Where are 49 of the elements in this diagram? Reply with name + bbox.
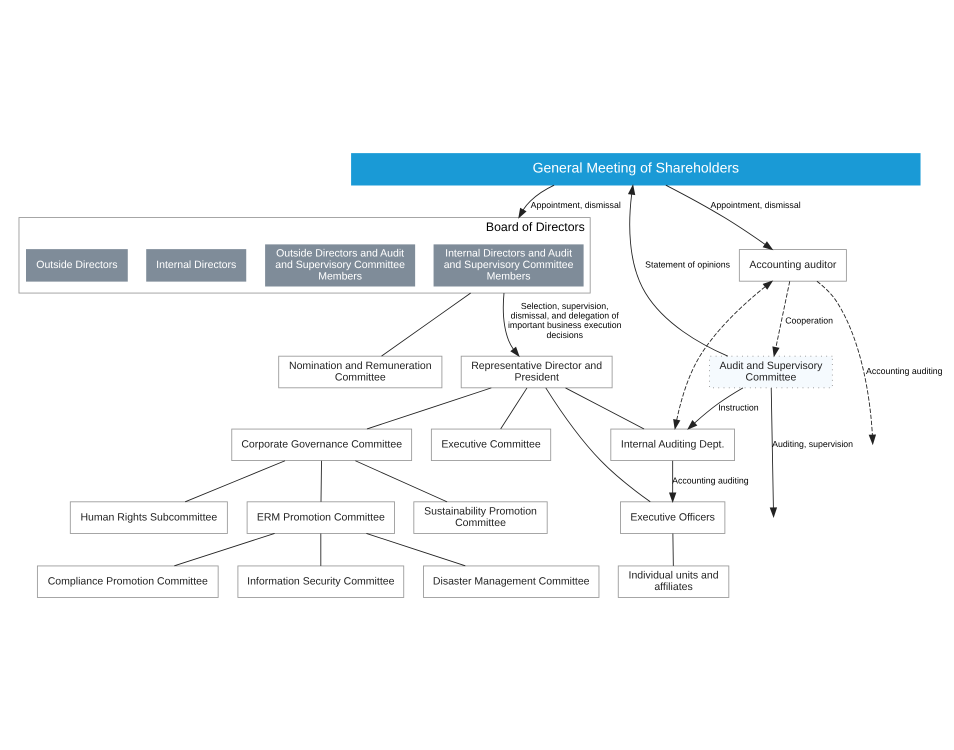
node-box: Internal Auditing Dept. [610, 428, 735, 461]
connector [174, 532, 276, 566]
node-box: Executive Officers [620, 500, 726, 534]
connector [366, 386, 492, 429]
connector [366, 532, 466, 566]
node-box: Internal Directors [146, 248, 246, 282]
arrow [673, 280, 774, 430]
edge-label: Appointment, dismissal [530, 199, 621, 210]
node-box: Information Security Committee [237, 564, 404, 598]
node-box: Individual units and affiliates [618, 564, 730, 598]
arrow [628, 184, 728, 356]
connector [672, 532, 674, 566]
node-box: Representative Director and President [460, 355, 613, 388]
node-box: Corporate Governance Committee [231, 428, 412, 461]
arrow [687, 386, 744, 430]
connector [354, 460, 448, 502]
connector [381, 292, 472, 356]
connector [320, 532, 322, 566]
node-box: Human Rights Subcommittee [70, 500, 228, 534]
node-box: Executive Committee [430, 428, 552, 461]
node-box: Outside Directors [26, 248, 128, 282]
connector [500, 387, 528, 429]
edge-label: Cooperation [785, 314, 833, 325]
edge-label: Accounting auditing [866, 366, 943, 376]
node-box: Nomination and Remuneration Committee [278, 355, 442, 388]
node-box: Internal Directors and Audit and Supervisory Committee Members [434, 244, 584, 286]
arrow [770, 387, 778, 518]
edge-label: Statement of opinions [645, 259, 730, 270]
edge-label: Selection, supervision, dismissal, and delegation of important business execution decisions [508, 300, 622, 340]
node-box: Compliance Promotion Committee [36, 564, 219, 598]
node-box: Audit and Supervisory Committee [709, 355, 833, 388]
arrow [518, 184, 555, 218]
node-box: Outside Directors and Audit and Supervisory Committee Members [265, 244, 416, 286]
node-box: Sustainability Promotion Committee [413, 500, 548, 534]
connector [565, 387, 645, 429]
arrow [772, 280, 790, 357]
node-box: General Meeting of Shareholders [351, 152, 921, 186]
connector [184, 460, 286, 502]
node-box: ERM Promotion Committee [246, 500, 395, 534]
node-box: Disaster Management Committee [423, 564, 600, 598]
arrow [502, 292, 520, 357]
edge-label: Appointment, dismissal [710, 199, 801, 210]
edge-label: Instruction [718, 402, 759, 412]
arrow [665, 184, 774, 250]
connector [545, 386, 651, 502]
connector [320, 460, 322, 502]
node-box: Accounting auditor [738, 248, 847, 282]
arrow [668, 460, 676, 503]
arrow [816, 280, 876, 445]
